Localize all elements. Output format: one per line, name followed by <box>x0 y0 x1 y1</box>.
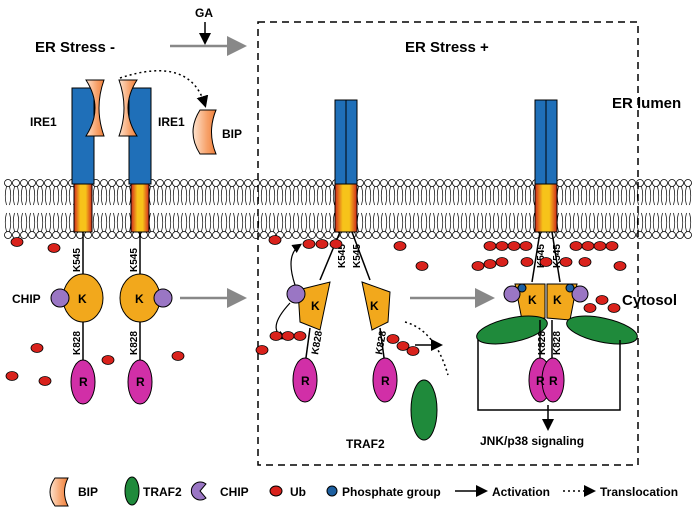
bip-label: BIP <box>222 127 242 141</box>
ub-dot <box>483 241 497 251</box>
ub-dot <box>38 376 52 386</box>
ub-dot <box>386 334 400 344</box>
er-lumen-label: ER lumen <box>612 95 681 112</box>
svg-text:R: R <box>549 374 558 388</box>
ub-dot <box>483 259 497 269</box>
ire1-active-dimer: K545 K545 K K K828 K828 R R JNK/p38 sign… <box>476 99 638 448</box>
legend-label-traf2: TRAF2 <box>143 485 182 499</box>
svg-text:K828: K828 <box>129 331 140 355</box>
svg-text:R: R <box>79 375 88 389</box>
svg-text:K: K <box>311 299 320 313</box>
svg-text:K545: K545 <box>129 248 140 272</box>
svg-text:K828: K828 <box>374 330 389 356</box>
legend-label-translocation: Translocation <box>600 485 678 499</box>
legend-label-bip: BIP <box>78 485 98 499</box>
legend-label-phosphate: Phosphate group <box>342 485 441 499</box>
ub-dot <box>393 241 407 251</box>
ub-dot <box>302 239 316 249</box>
traf2-free-icon <box>410 379 438 441</box>
svg-text:K828: K828 <box>552 331 563 355</box>
er-membrane <box>4 179 692 239</box>
ub-dot <box>47 243 61 253</box>
ire1-right-label: IRE1 <box>158 115 185 129</box>
ub-dot <box>578 257 592 267</box>
chip-icon-left <box>50 288 70 308</box>
ub-dot <box>520 257 534 267</box>
er-stress-minus-label: ER Stress - <box>35 39 115 56</box>
svg-text:K828: K828 <box>310 330 325 356</box>
ub-dot <box>396 341 410 351</box>
chip-icon <box>190 481 207 501</box>
svg-text:R: R <box>536 374 545 388</box>
legend-label-ub: Ub <box>290 485 306 499</box>
ub-dot <box>595 295 609 305</box>
ub-dot <box>101 355 115 365</box>
ub-dot <box>613 261 627 271</box>
ub-dot <box>583 303 597 313</box>
svg-text:K545: K545 <box>337 244 348 268</box>
ub-dot <box>519 241 533 251</box>
ub-dot <box>10 237 24 247</box>
ub-dot <box>293 331 307 341</box>
svg-text:K: K <box>370 299 379 313</box>
ub-dot <box>269 331 283 341</box>
ub-dot <box>605 241 619 251</box>
ub-dot <box>507 241 521 251</box>
ub-dot <box>281 331 295 341</box>
bip-icon <box>49 477 69 507</box>
ub-icon <box>269 485 283 497</box>
ub-dot <box>581 241 595 251</box>
ubiquitin-dots <box>5 235 627 386</box>
ub-dot <box>406 346 420 356</box>
ub-dot <box>593 241 607 251</box>
svg-text:R: R <box>136 375 145 389</box>
svg-text:K545: K545 <box>536 244 547 268</box>
svg-text:K: K <box>135 292 144 306</box>
ub-dot <box>495 241 509 251</box>
chip-label: CHIP <box>12 292 41 306</box>
svg-text:K: K <box>528 293 537 307</box>
svg-text:K: K <box>78 292 87 306</box>
jnk-label: JNK/p38 signaling <box>480 434 584 448</box>
svg-text:K828: K828 <box>72 331 83 355</box>
ub-dot <box>559 257 573 267</box>
legend: BIP TRAF2 CHIP Ub Phosphate group Activa… <box>49 476 678 507</box>
svg-text:K545: K545 <box>352 244 363 268</box>
ub-dot <box>569 241 583 251</box>
ub-dot <box>30 343 44 353</box>
phosphate-icon <box>326 485 338 497</box>
ub-dot <box>268 235 282 245</box>
ub-dot <box>171 351 185 361</box>
ub-dot <box>471 261 485 271</box>
svg-text:R: R <box>301 374 310 388</box>
svg-text:K828: K828 <box>537 331 548 355</box>
ga-label: GA <box>195 6 213 20</box>
ub-dot <box>315 239 329 249</box>
er-stress-plus-box <box>257 21 639 466</box>
ire1-inactive-pair: IRE1 IRE1 BIP K545 K545 K K CHIP K828 K8… <box>12 70 242 405</box>
legend-label-activation: Activation <box>492 485 550 499</box>
svg-text:K545: K545 <box>72 248 83 272</box>
ub-dot <box>329 239 343 249</box>
ub-dot <box>255 345 269 355</box>
traf2-label: TRAF2 <box>346 437 385 451</box>
ire1-left-label: IRE1 <box>30 115 57 129</box>
er-stress-plus-label: ER Stress + <box>405 39 489 56</box>
traf2-icon <box>124 476 140 506</box>
ub-dot <box>607 303 621 313</box>
svg-text:R: R <box>381 374 390 388</box>
svg-text:K: K <box>553 293 562 307</box>
ire1-monomers: K545 K545 K K K828 K828 R R TRAF2 <box>275 99 449 451</box>
bip-bound-icon <box>85 79 105 137</box>
legend-label-chip: CHIP <box>220 485 249 499</box>
cytosol-label: Cytosol <box>622 292 677 309</box>
ub-dot <box>5 371 19 381</box>
ub-dot <box>539 257 553 267</box>
bip-free-icon <box>192 109 217 155</box>
svg-text:K545: K545 <box>552 244 563 268</box>
ub-dot <box>495 257 509 267</box>
ub-dot <box>415 261 429 271</box>
